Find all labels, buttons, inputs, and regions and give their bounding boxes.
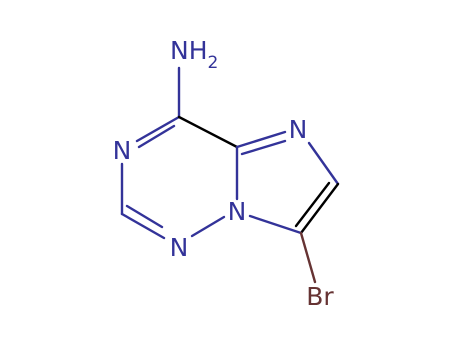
bond-nim-ch (307, 141, 340, 186)
bond-n1-n8 (190, 215, 226, 238)
bonds (120, 66, 340, 284)
bromine-label: Br (306, 282, 334, 311)
bond-c4-n3-second (137, 124, 176, 149)
amine-subscript: 2 (208, 53, 219, 73)
bond-cbr-n8 (248, 214, 303, 235)
bond-c2-n1-second (125, 204, 164, 229)
n-triazine-bottom-label: N (170, 233, 189, 262)
bond-ch-cbr (299, 182, 340, 235)
n-imidazole-label: N (289, 115, 308, 144)
bond-c4-n3 (135, 115, 181, 143)
bond-c8a-c4 (177, 115, 239, 149)
amine-main: NH (170, 36, 208, 65)
atom-labels: NH2 N N N N Br (113, 36, 335, 311)
bond-c2-n1 (120, 212, 166, 240)
amine-label: NH2 (170, 36, 218, 73)
bond-cbr-br (299, 231, 317, 284)
n-triazine-top-label: N (113, 136, 132, 165)
bond-c8a-nim-second (240, 139, 287, 156)
n-bridgehead-label: N (228, 197, 247, 226)
bond-c8a-nim (235, 130, 287, 149)
bond-ch-cbr-second (294, 181, 331, 228)
